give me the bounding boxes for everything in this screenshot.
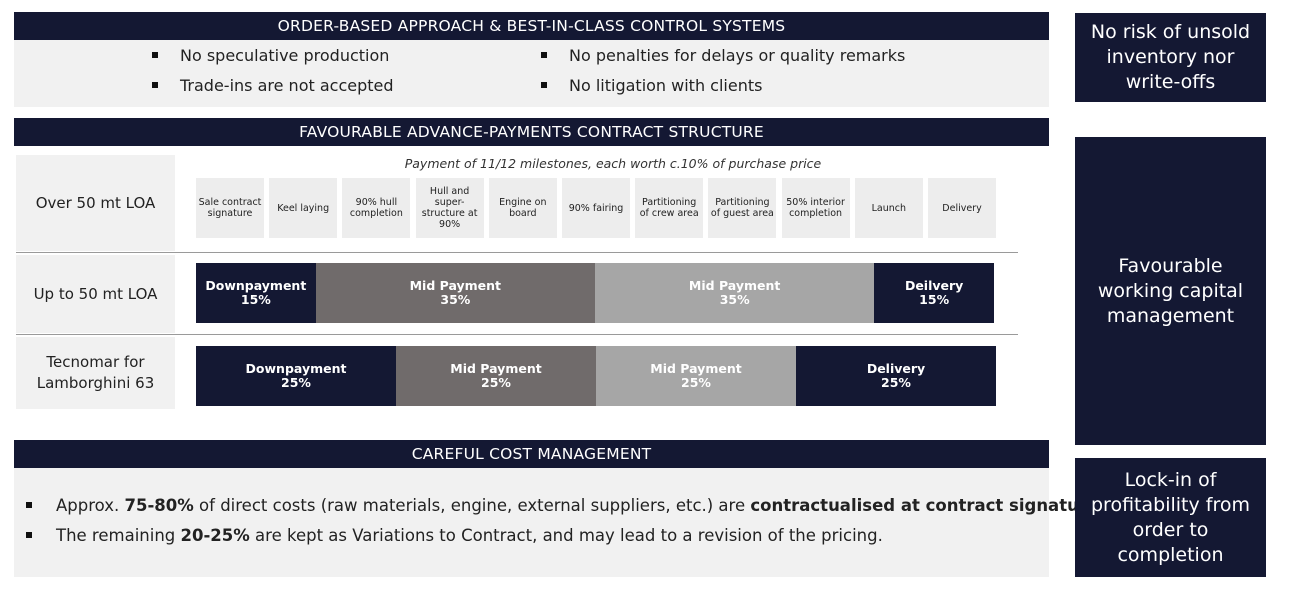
milestone-box: Hull and super-structure at 90% [415,178,484,238]
payment-segment-percent: 35% [719,292,750,307]
cost-bullet-1: Approx. 75-80% of direct costs (raw mate… [26,496,1103,515]
milestone-box: Engine on board [488,178,557,238]
payment-segment-label: Downpayment [205,278,307,293]
milestone-box: 90% hull completion [342,178,411,238]
milestone-caption: Payment of 11/12 milestones, each worth … [404,156,822,171]
bullet-icon [152,51,158,58]
bullet-text: No litigation with clients [569,76,763,95]
payment-segment-percent: 25% [481,375,511,390]
payment-segment-percent: 25% [881,375,911,390]
cost-highlight: contractualised at contract signature [750,496,1099,515]
row-label-tecnomar: Tecnomar for Lamborghini 63 [16,337,175,409]
milestone-box: 50% interior completion [781,178,850,238]
bullet-no-speculative: No speculative production [152,46,389,65]
payment-segment-label: Mid Payment [688,278,781,293]
payment-segment-percent: 35% [440,292,471,307]
side-box-lock-in: Lock-in of profitability from order to c… [1075,458,1266,577]
milestone-box: Partitioning of crew area [635,178,704,238]
payment-segment-label: Downpayment [245,361,347,376]
row-separator [16,252,1018,253]
bullet-icon [541,81,547,88]
cost-bullet-2: The remaining 20-25% are kept as Variati… [26,526,883,545]
payment-segment-label: Mid Payment [409,278,502,293]
milestone-box: 90% fairing [562,178,630,238]
cost-text: The remaining [56,526,181,545]
section-header-advance-payments: FAVOURABLE ADVANCE-PAYMENTS CONTRACT STR… [14,118,1049,146]
row-label-up-to-50: Up to 50 mt LOA [16,255,175,333]
bullet-icon [26,501,32,508]
section-header-cost-management: CAREFUL COST MANAGEMENT [14,440,1049,468]
payment-segment-label: Mid Payment [450,361,542,376]
payment-segment-percent: 25% [681,375,711,390]
section-header-order-based: ORDER-BASED APPROACH & BEST-IN-CLASS CON… [14,12,1049,40]
payment-segment-percent: 15% [919,292,950,307]
payment-segment-label: Delivery [866,361,926,376]
milestone-box: Keel laying [269,178,338,238]
row-label-over-50: Over 50 mt LOA [16,155,175,251]
side-box-no-risk: No risk of unsold inventory nor write-of… [1075,13,1266,102]
payment-segment-percent: 25% [281,375,311,390]
cost-highlight: 20-25% [180,526,250,545]
milestone-box: Partitioning of guest area [708,178,777,238]
cost-panel: Approx. 75-80% of direct costs (raw mate… [14,468,1103,577]
bullet-icon [152,81,158,88]
bullet-trade-ins: Trade-ins are not accepted [152,76,394,95]
milestone-box: Launch [854,178,923,238]
bullet-text: No speculative production [180,46,390,65]
cost-text: of direct costs (raw materials, engine, … [193,496,751,515]
cost-highlight: 75-80% [124,496,194,515]
order-based-panel: No speculative production No penalties f… [14,40,1049,107]
side-box-working-capital: Favourable working capital management [1075,137,1266,445]
payment-segment-label: Mid Payment [650,361,742,376]
bullet-icon [26,531,32,538]
bullet-no-litigation: No litigation with clients [541,76,762,95]
payment-segment-percent: 15% [240,292,271,307]
bullet-icon [541,51,547,58]
milestone-box: Sale contract signature [196,178,264,238]
row-separator [16,334,1018,335]
cost-text: Approx. [56,496,125,515]
payment-segment-label: Deilvery [904,278,964,293]
cost-text: are kept as Variations to Contract, and … [249,526,883,545]
milestone-box: Delivery [928,178,996,238]
bullet-text: No penalties for delays or quality remar… [569,46,906,65]
bullet-no-penalties: No penalties for delays or quality remar… [541,46,905,65]
bullet-text: Trade-ins are not accepted [180,76,394,95]
